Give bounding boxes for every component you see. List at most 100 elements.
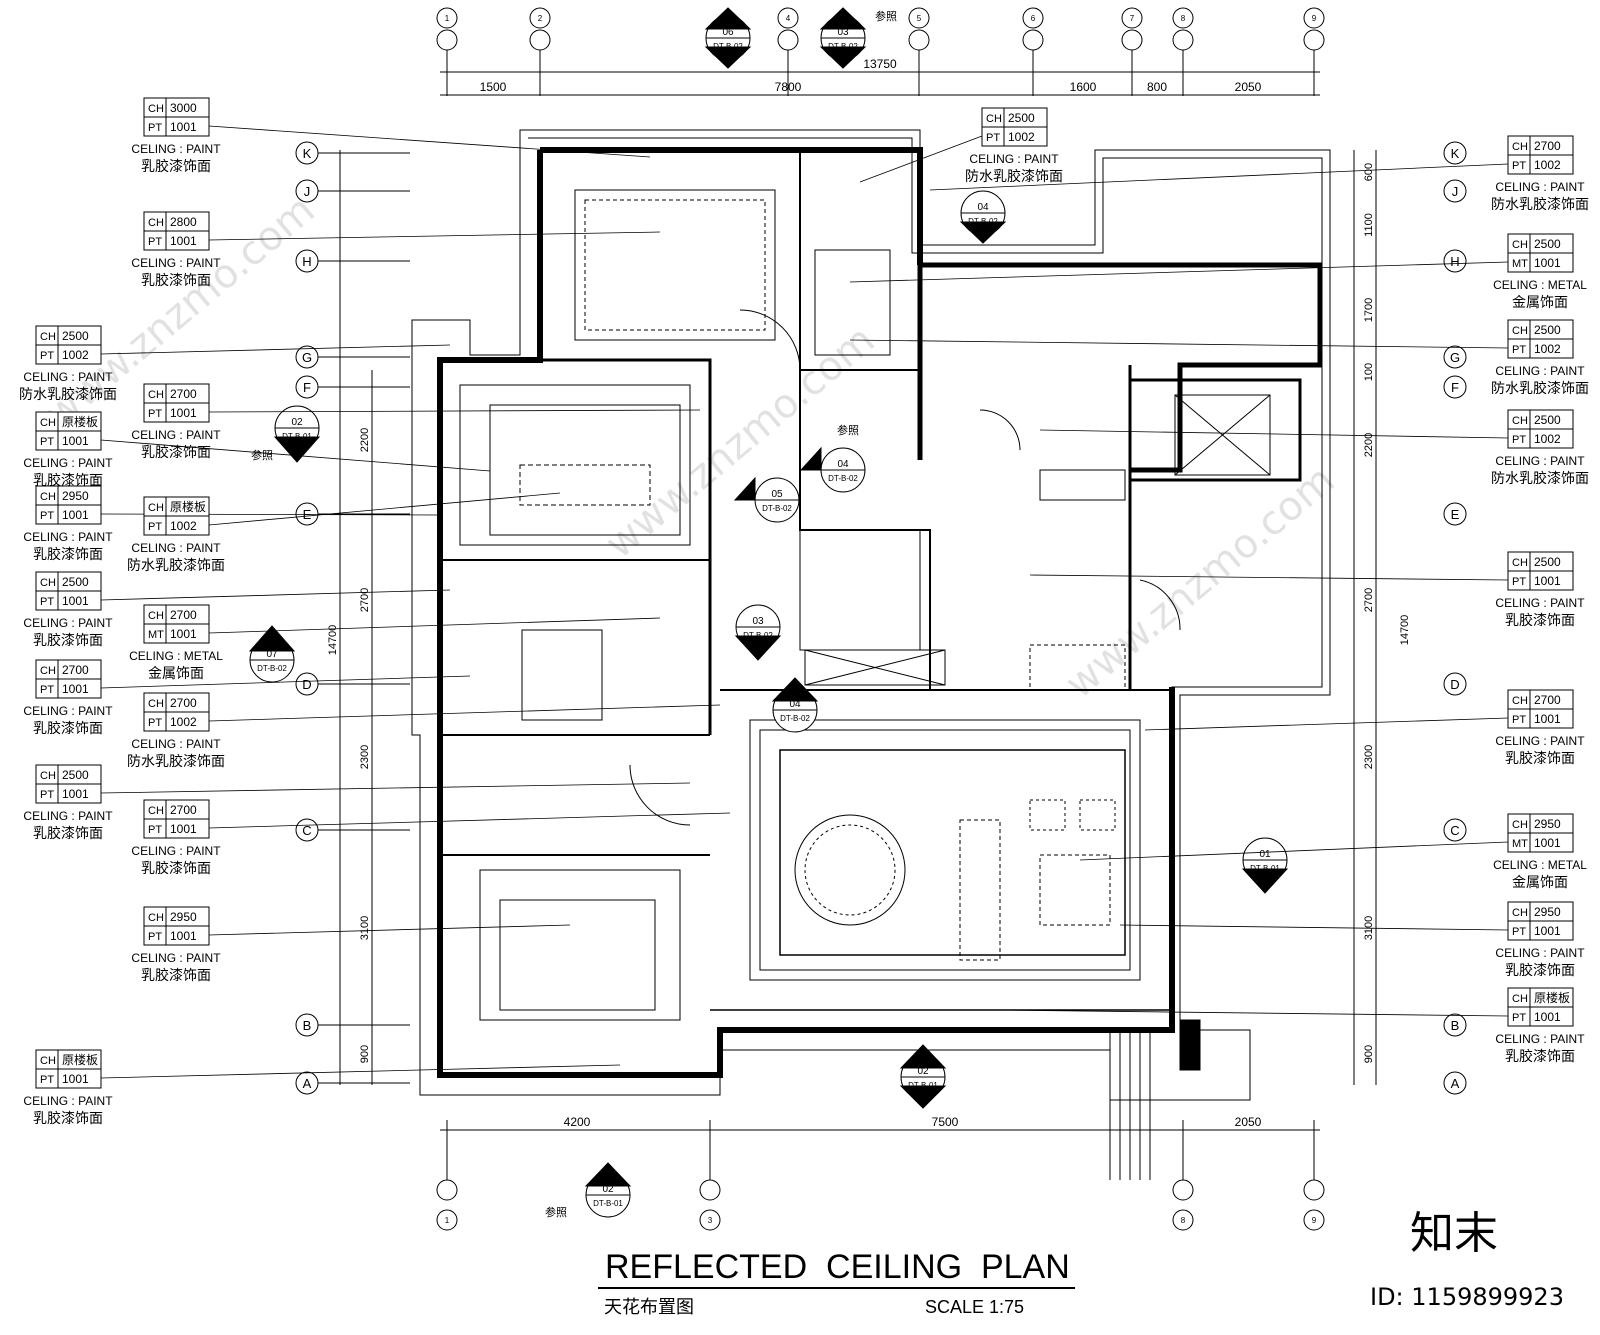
marker-num: 02 xyxy=(602,1184,614,1195)
grid-label: J xyxy=(1452,184,1459,199)
tag-ch-value: 2950 xyxy=(1534,817,1561,831)
tag-label: CELING : PAINT xyxy=(969,152,1059,166)
tag-ch-value: 2500 xyxy=(1534,237,1561,251)
section-marker xyxy=(1241,837,1289,894)
tag-code: MT xyxy=(148,629,164,641)
section-marker-labels: 06 DT-B-02 03 DT-B-02 参照 04 DT-B-02 02 D… xyxy=(251,9,1280,1219)
tag-cn: 乳胶漆饰面 xyxy=(1505,612,1575,628)
tag-label: CELING : PAINT xyxy=(131,844,221,858)
tag-label: CELING : PAINT xyxy=(23,704,113,718)
tag-num: 1001 xyxy=(1534,256,1561,270)
tag-leader xyxy=(849,339,1509,349)
marker-ref: DT-B-02 xyxy=(762,504,792,513)
tag-label: CELING : PAINT xyxy=(23,456,113,470)
grid-label: 1 xyxy=(445,14,450,23)
tag-leader xyxy=(208,704,721,722)
tag-ch-value: 2950 xyxy=(1534,905,1561,919)
tag-cn: 乳胶漆饰面 xyxy=(141,967,211,983)
tag-label: CELING : PAINT xyxy=(23,1094,113,1108)
tag-label: CELING : PAINT xyxy=(1495,734,1585,748)
dims-left: 14700 2200 2700 2300 3100 900 xyxy=(327,428,371,1063)
tag-ch-label: CH xyxy=(986,113,1002,125)
tag-code: PT xyxy=(1512,160,1526,172)
tag-code: PT xyxy=(1512,434,1526,446)
tag-cn: 金属饰面 xyxy=(1512,294,1568,310)
tag-ch-label: CH xyxy=(148,502,164,514)
grid-label: 9 xyxy=(1312,1216,1317,1225)
tag-num: 1001 xyxy=(62,594,89,608)
section-marker xyxy=(819,7,867,69)
tag-cn: 防水乳胶漆饰面 xyxy=(19,386,117,402)
tag-leader xyxy=(929,163,1509,191)
grid-label: 7 xyxy=(1130,14,1135,23)
marker-note: 参照 xyxy=(837,423,859,437)
marker-note: 参照 xyxy=(875,9,897,23)
grid-bubble xyxy=(1303,1120,1325,1231)
tag-ch-label: CH xyxy=(148,805,164,817)
grid-label: 6 xyxy=(1031,14,1036,23)
tag-label: CELING : PAINT xyxy=(23,370,113,384)
grid-bubble xyxy=(529,7,551,96)
tag-label: CELING : PAINT xyxy=(23,616,113,630)
tag-ch-value: 2700 xyxy=(1534,693,1561,707)
marker-num: 01 xyxy=(1259,849,1271,860)
tag-ch-label: CH xyxy=(40,1055,56,1067)
tag-label: CELING : METAL xyxy=(1493,858,1587,872)
title-block: REFLECTED CEILING PLAN 天花布置图 SCALE 1:75 xyxy=(598,1248,1075,1317)
dim-right: 1700 xyxy=(1363,298,1375,322)
tag-code: PT xyxy=(40,510,54,522)
grid-label: 8 xyxy=(1181,14,1186,23)
dim-bottom: 4200 xyxy=(564,1115,591,1129)
tag-ch-label: CH xyxy=(1512,325,1528,337)
grid-right xyxy=(1353,141,1467,1095)
tag-ch-value: 2950 xyxy=(62,489,89,503)
grid-label: 3 xyxy=(708,1216,713,1225)
dims-bottom: 4200 7500 2050 1 3 8 9 xyxy=(445,1115,1317,1225)
tag-code: PT xyxy=(40,596,54,608)
tag-ch-label: CH xyxy=(1512,557,1528,569)
tag-leader xyxy=(1119,924,1509,931)
tag-label: CELING : PAINT xyxy=(23,809,113,823)
tag-ch-label: CH xyxy=(1512,819,1528,831)
marker-num: 03 xyxy=(752,616,764,627)
tag-num: 1001 xyxy=(1534,712,1561,726)
section-marker xyxy=(248,625,296,683)
tag-num: 1002 xyxy=(1008,130,1035,144)
section-marker xyxy=(733,476,800,523)
marker-note: 参照 xyxy=(251,448,273,462)
grid-label: G xyxy=(302,350,312,365)
dim-right: 2700 xyxy=(1363,588,1375,612)
tag-ch-value: 2500 xyxy=(1534,323,1561,337)
marker-num: 06 xyxy=(722,27,734,38)
tag-leader xyxy=(1144,717,1509,731)
drawing-subtitle-cn: 天花布置图 xyxy=(604,1297,694,1317)
tag-ch-value: 2700 xyxy=(1534,139,1561,153)
tag-label: CELING : PAINT xyxy=(1495,596,1585,610)
tag-num: 1001 xyxy=(1534,836,1561,850)
dim-left: 2200 xyxy=(359,428,371,452)
tag-num: 1001 xyxy=(1534,924,1561,938)
tag-cn: 金属饰面 xyxy=(148,665,204,681)
tag-ch-value: 原楼板 xyxy=(170,499,206,514)
tag-ch-value: 2800 xyxy=(170,215,197,229)
grid-bubble xyxy=(1121,7,1143,96)
dim-left: 3100 xyxy=(359,916,371,940)
dim-left-total: 14700 xyxy=(327,625,339,656)
grid-label: C xyxy=(302,823,311,838)
tag-ch-label: CH xyxy=(40,417,56,429)
tag-label: CELING : PAINT xyxy=(131,951,221,965)
tag-code: PT xyxy=(148,408,162,420)
grid-label: C xyxy=(1450,823,1459,838)
grid-label: K xyxy=(1451,146,1460,161)
